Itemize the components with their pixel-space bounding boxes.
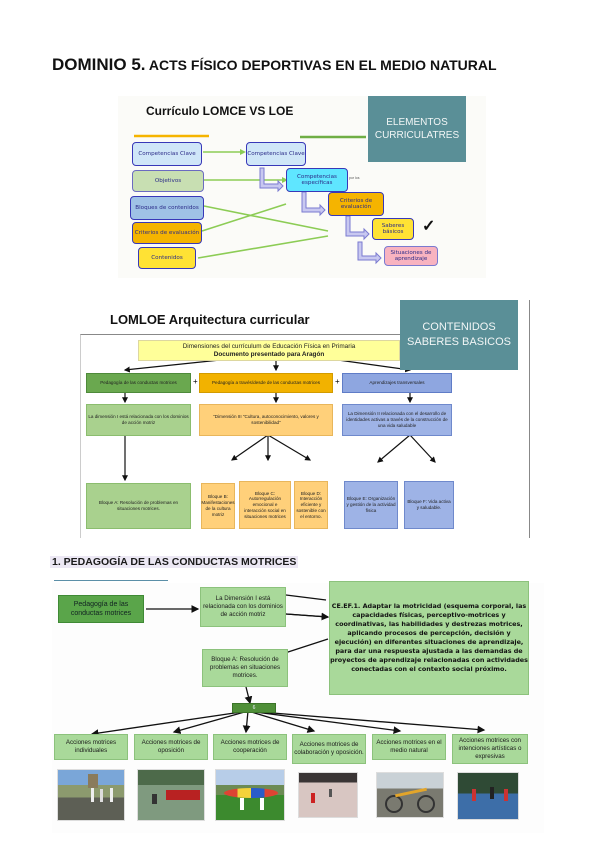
root-box-pedagogia: Pedagogía de las conductas motrices: [58, 595, 144, 623]
left-box-bloques-contenidos: Bloques de contenidos: [130, 196, 204, 220]
checkmark-icon: ✓: [422, 218, 436, 235]
figure1-title: Currículo LOMCE VS LOE: [146, 104, 294, 118]
document-title-topic: ACTS FÍSICO DEPORTIVAS EN EL MEDIO NATUR…: [145, 57, 497, 73]
column3-dimension: La Dimensión II relacionada con el desar…: [342, 404, 452, 436]
figure1-connectors: [134, 134, 382, 265]
figure2-header-line1: Dimensiones del currículum de Educación …: [182, 343, 356, 351]
column1-header: Pedagogía de las conductas motrices: [86, 373, 191, 393]
photo-bicycle: [376, 772, 444, 818]
section1-underline: [54, 580, 168, 581]
action-box-colaboracion-oposicion: Acciones motrices de colaboración y opos…: [292, 734, 366, 764]
figure2-frame: [80, 334, 456, 538]
plus-sign-2: +: [335, 377, 340, 386]
hub-box: 6: [232, 703, 276, 713]
figure2-header-box: Dimensiones del currículum de Educación …: [138, 340, 400, 361]
photo-expressive-movement: [457, 772, 519, 820]
right-box-competencias-especificas: Competencias específicas: [286, 168, 348, 192]
photo-gym-floor-game: [137, 769, 205, 821]
left-box-objetivos: Objetivos: [132, 170, 204, 192]
connector-note: por los: [349, 176, 360, 180]
column3-block-e: Bloque E: Organización y gestión de la a…: [344, 481, 398, 529]
document-title-domain: DOMINIO 5.: [52, 55, 146, 74]
left-box-competencias-clave: Competencias Clave: [132, 142, 202, 166]
action-box-artisticas-expresivas: Acciones motrices con intenciones artíst…: [452, 734, 528, 764]
action-box-individuales: Acciones motrices individuales: [54, 734, 128, 760]
elementos-curriculares-label: ELEMENTOS CURRICULATRES: [368, 96, 466, 162]
green-arrowheads: [240, 149, 288, 183]
column2-dimension: "Dimensión III "Cultura, autoconocimient…: [199, 404, 333, 436]
left-box-criterios-evaluacion: Criterios de evaluación: [132, 222, 202, 244]
green-mapping-lines: [197, 151, 329, 259]
figure-pedagogia-conductas-motrices: Pedagogía de las conductas motrices La D…: [52, 581, 544, 833]
right-box-saberes-basicos: Saberes básicos: [372, 218, 414, 240]
section1-heading: 1. PEDAGOGÍA DE LAS CONDUCTAS MOTRICES: [50, 556, 299, 568]
document-title: DOMINIO 5. ACTS FÍSICO DEPORTIVAS EN EL …: [52, 55, 497, 75]
contenidos-saberes-basicos-label: CONTENIDOS SABERES BASICOS: [400, 300, 518, 370]
plus-sign-1: +: [193, 377, 198, 386]
right-box-competencias-clave: Competencias Clave: [246, 142, 306, 166]
cascade-elbow-arrows: [259, 167, 382, 265]
right-box-situaciones-aprendizaje: Situaciones de aprendizaje: [384, 246, 438, 266]
column2-block-c: Bloque C: Autorregulación emocional e in…: [239, 481, 291, 529]
left-box-contenidos: Contenidos: [138, 247, 196, 269]
figure2-header-line2: Documento presentado para Aragón: [213, 350, 325, 358]
photo-playground-game: [298, 772, 358, 818]
figure-lomloe-arquitectura: LOMLOE Arquitectura curricular Dimension…: [80, 300, 530, 538]
photo-parachute-game: [215, 769, 285, 821]
dimension-box: La Dimensión I está relacionada con los …: [200, 587, 286, 627]
column1-dimension: La dimensión I está relacionada con los …: [86, 404, 191, 436]
photo-group-walking-outdoors: [57, 769, 125, 821]
action-box-medio-natural: Acciones motrices en el medio natural: [372, 734, 446, 760]
column2-block-b: Bloque B: Manifestaciones de la cultura …: [201, 483, 235, 529]
block-a-box: Bloque A: Resolución de problemas en sit…: [202, 649, 288, 687]
action-box-oposicion: Acciones motrices de oposición: [134, 734, 208, 760]
right-box-criterios-evaluacion: Criterios de evaluación: [328, 192, 384, 216]
column2-block-d: Bloque D: Interacción eficiente y sosten…: [294, 481, 328, 529]
figure2-arrows: [122, 359, 436, 482]
column3-block-f: Bloque F: Vida activa y saludable.: [404, 481, 454, 529]
column3-header: Aprendizajes transversales: [342, 373, 452, 393]
figure2-title: LOMLOE Arquitectura curricular: [110, 312, 310, 327]
action-box-cooperacion: Acciones motrices de cooperación: [213, 734, 287, 760]
column1-block-a: Bloque A: Resolución de problemas en sit…: [86, 483, 191, 529]
criterion-ce-ef-1-box: CE.EF.1. Adaptar la motricidad (esquema …: [329, 581, 529, 695]
column2-header: Pedagogía a través/desde de las conducta…: [199, 373, 333, 393]
